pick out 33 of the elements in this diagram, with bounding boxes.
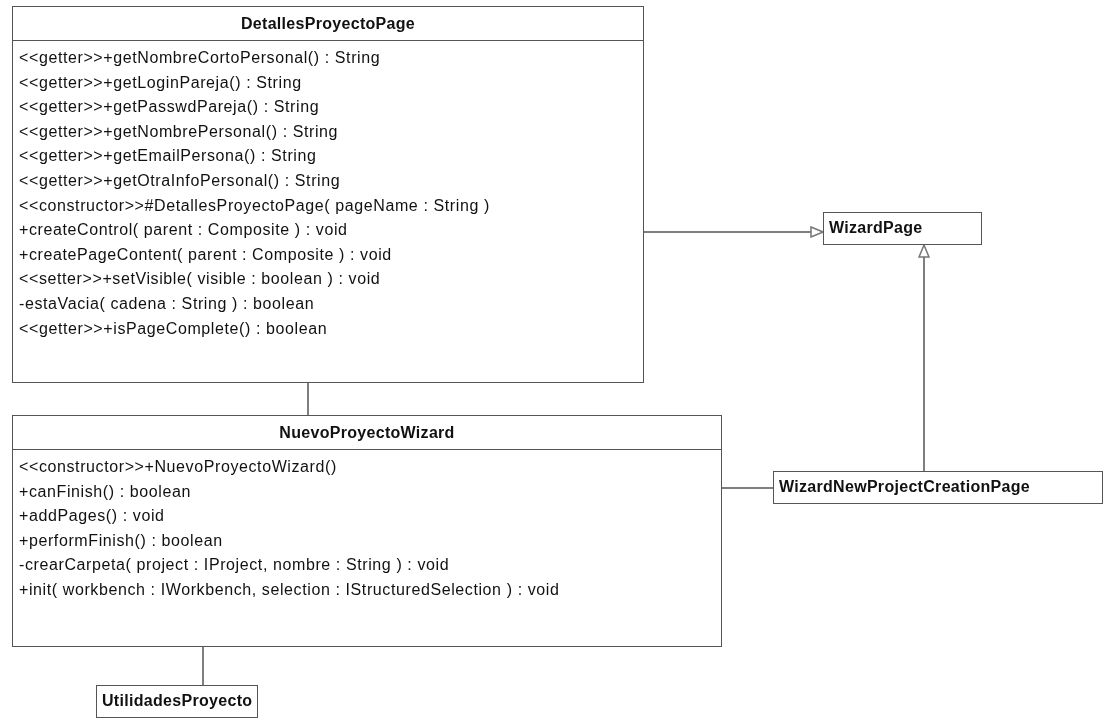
- operation-text: -estaVacia( cadena : String ) : boolean: [19, 293, 315, 314]
- operation-text: +createControl( parent : Composite ) : void: [19, 220, 348, 241]
- operation-text: <<getter>>+getOtraInfoPersonal() : String: [19, 170, 341, 191]
- operation-text: <<getter>>+getPasswdPareja() : String: [19, 97, 320, 118]
- operation-text: <<getter>>+isPageComplete() : boolean: [19, 318, 328, 339]
- operation-text: -crearCarpeta( project : IProject, nombre : String ) : void: [19, 555, 450, 576]
- association-line: [721, 487, 774, 489]
- class-name: UtilidadesProyecto: [101, 691, 254, 711]
- class-name-box: [96, 685, 258, 718]
- operation-text: +init( workbench : IWorkbench, selection : IStructuredSelection ) : void: [19, 579, 560, 600]
- class-box: [12, 415, 722, 647]
- class-name-box: [823, 212, 982, 245]
- class-name: WizardNewProjectCreationPage: [778, 477, 1031, 497]
- operation-text: +performFinish() : boolean: [19, 530, 223, 551]
- operation-text: <<getter>>+getLoginPareja() : String: [19, 72, 302, 93]
- class-name: WizardPage: [828, 218, 924, 238]
- operation-text: +createPageContent( parent : Composite ) : void: [19, 244, 392, 265]
- operation-text: <<getter>>+getNombreCortoPersonal() : String: [19, 48, 381, 68]
- association-line: [202, 646, 204, 686]
- generalization-arrow: [643, 226, 824, 238]
- association-line: [307, 382, 309, 416]
- operation-text: +addPages() : void: [19, 506, 165, 527]
- operation-text: +canFinish() : boolean: [19, 481, 191, 502]
- operation-text: <<setter>>+setVisible( visible : boolean ) : void: [19, 269, 381, 290]
- class-name-box: [773, 471, 1103, 504]
- operation-text: <<constructor>>#DetallesProyectoPage( pageName : String ): [19, 195, 490, 216]
- generalization-arrow: [918, 244, 930, 472]
- operation-text: <<constructor>>+NuevoProyectoWizard(): [19, 457, 337, 477]
- class-box: [12, 6, 644, 383]
- operation-text: <<getter>>+getEmailPersona() : String: [19, 146, 317, 167]
- class-name: NuevoProyectoWizard: [13, 416, 721, 450]
- operation-text: <<getter>>+getNombrePersonal() : String: [19, 121, 339, 142]
- class-name: DetallesProyectoPage: [13, 7, 643, 41]
